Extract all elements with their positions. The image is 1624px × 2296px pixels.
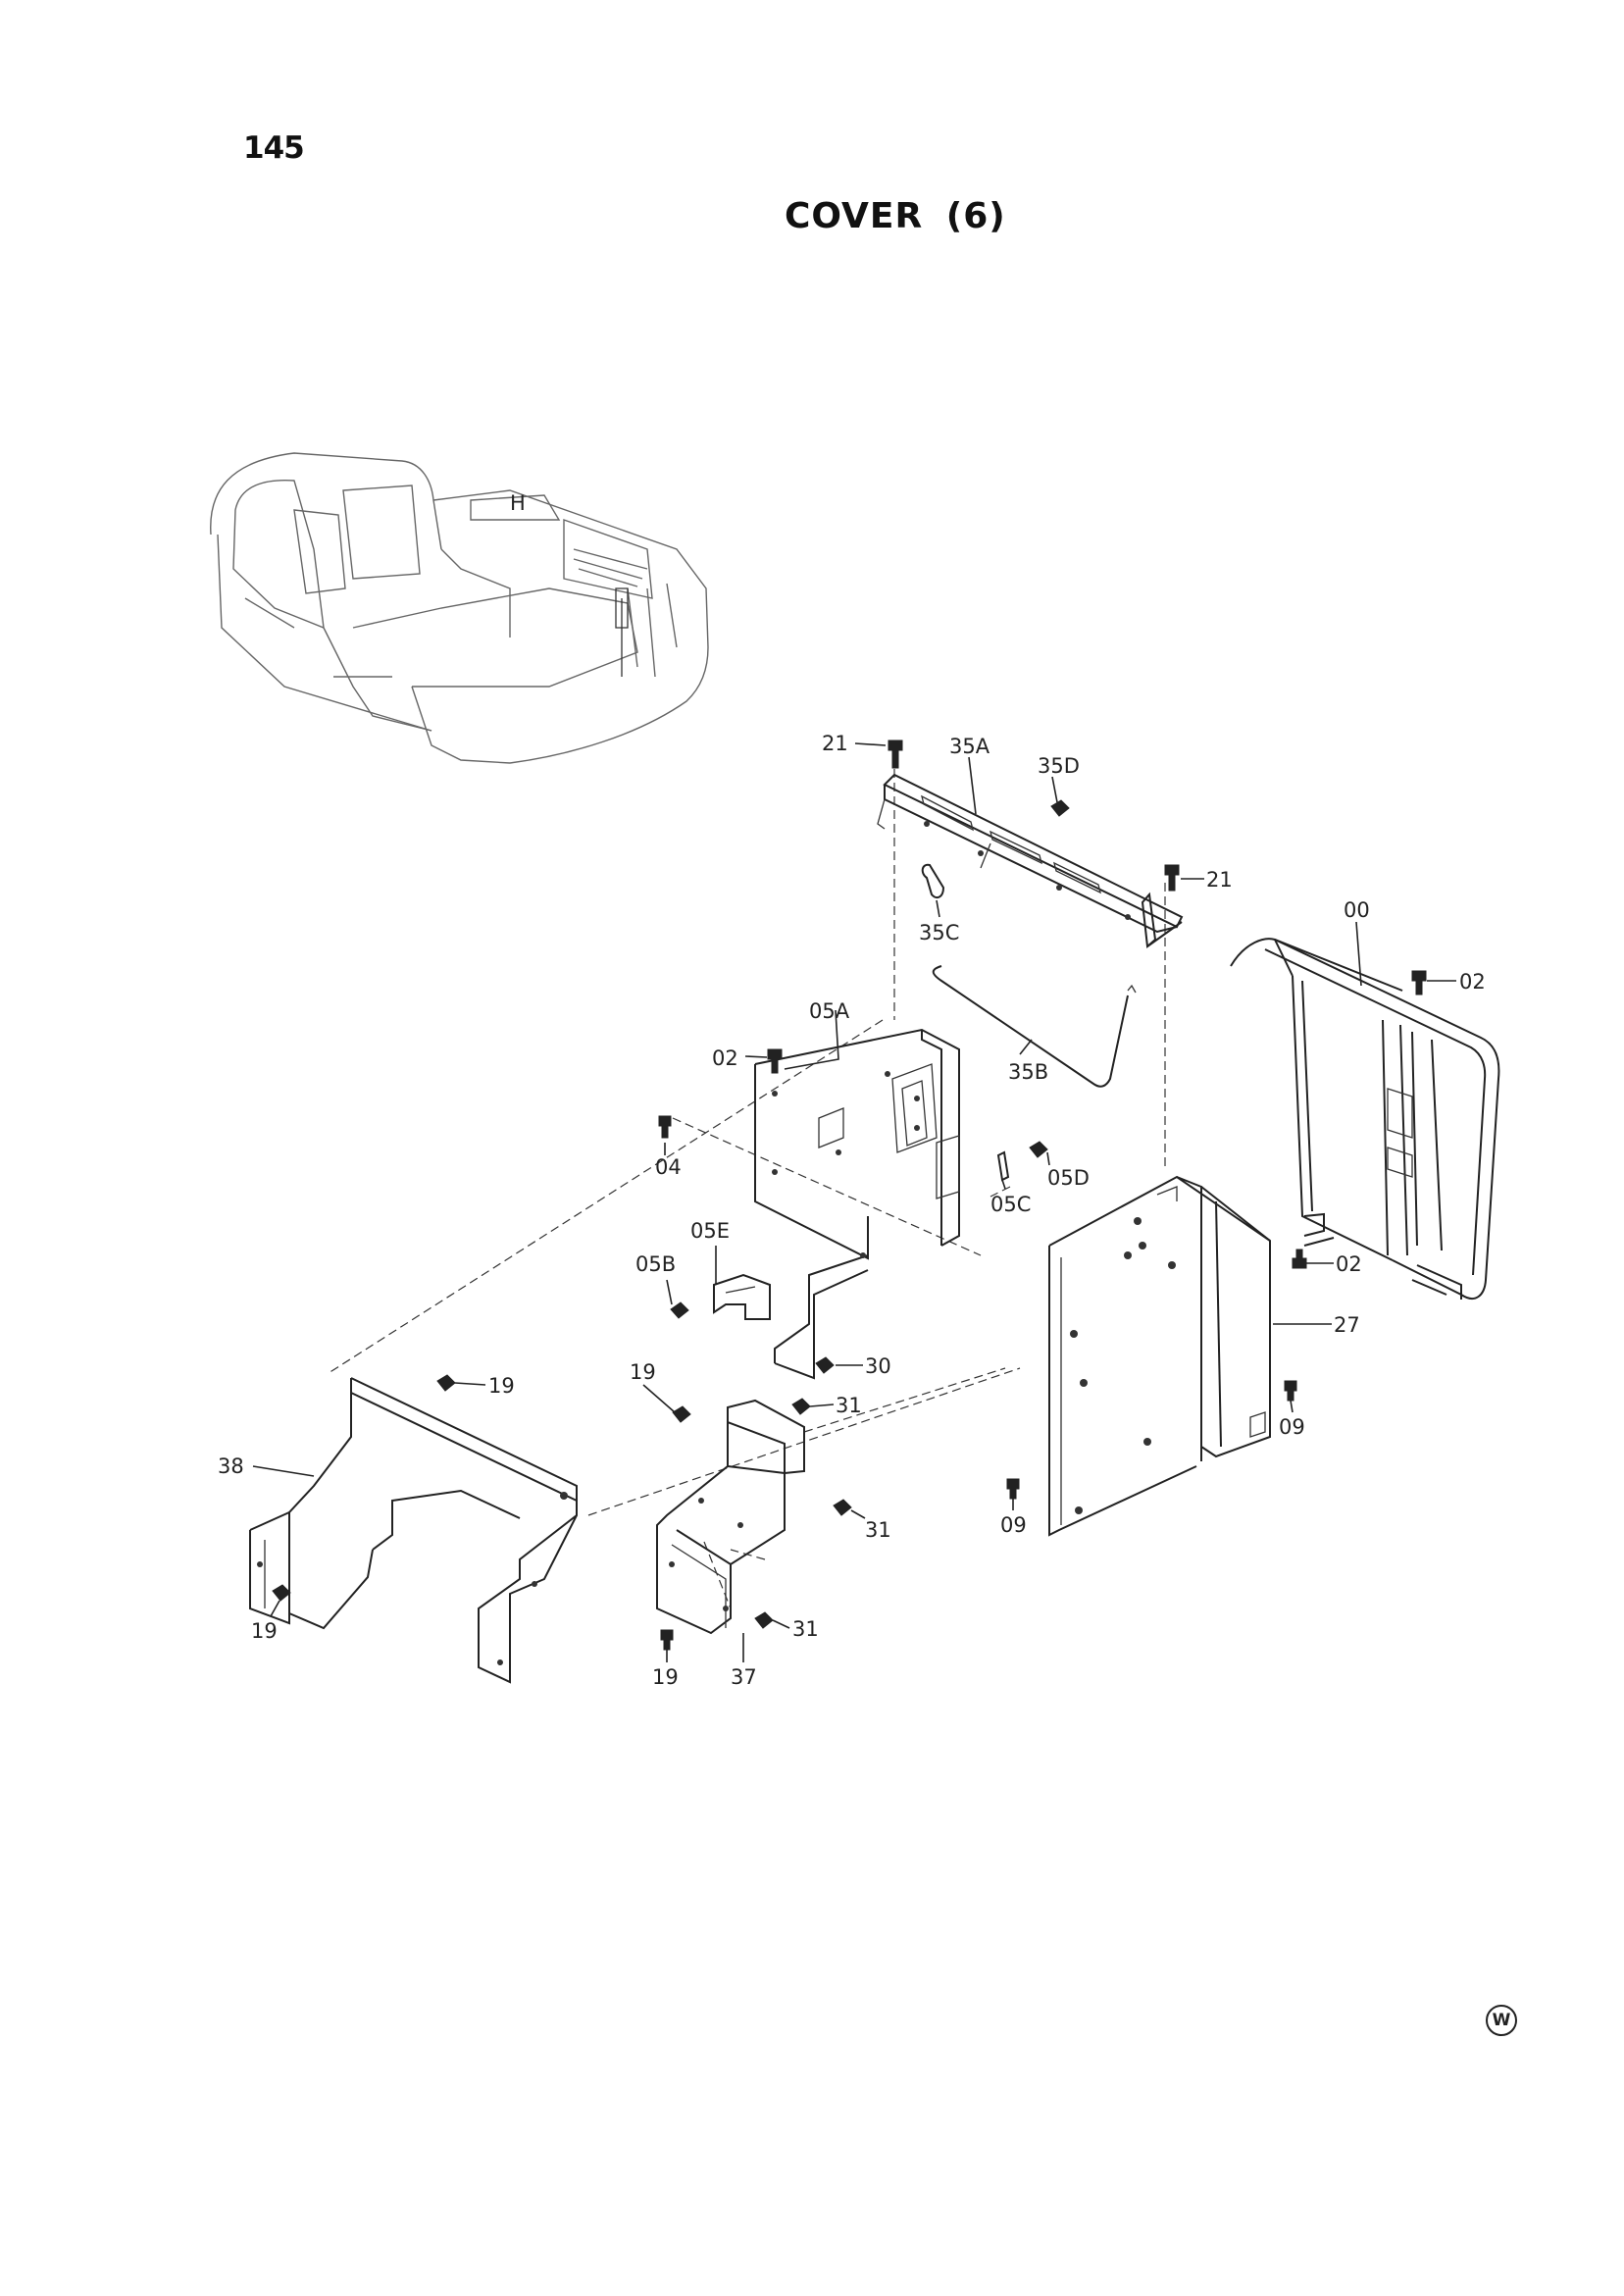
bolt-19d — [660, 1629, 674, 1651]
bolt-21a — [888, 740, 903, 769]
clip-05c — [996, 1150, 1010, 1182]
bolt-19c — [272, 1584, 291, 1602]
callout-35c: 35C — [919, 921, 959, 944]
bolt-09a — [1284, 1380, 1297, 1402]
bolt-31c — [754, 1611, 774, 1629]
callout-05b: 05B — [635, 1252, 676, 1276]
callout-35b: 35B — [1008, 1060, 1048, 1084]
callout-04: 04 — [655, 1155, 682, 1179]
bolt-04 — [658, 1115, 672, 1139]
bolt-19b — [672, 1405, 691, 1423]
callout-19c: 19 — [251, 1619, 278, 1643]
part-00-frame — [1230, 938, 1500, 1300]
callout-09b: 09 — [1000, 1513, 1027, 1537]
part-37-lower-bracket — [656, 1399, 805, 1635]
bolt-31a — [791, 1398, 811, 1415]
fasteners — [272, 740, 1427, 1651]
bolt-05d — [1029, 1141, 1048, 1158]
callout-00: 00 — [1344, 898, 1370, 922]
part-35c-clamp — [921, 863, 945, 899]
callout-27: 27 — [1334, 1313, 1360, 1337]
callout-labels: 21 35A 35D 21 00 35C 02 05A 02 35B 04 05… — [218, 732, 1486, 1689]
part-27-side-cover — [1048, 1175, 1271, 1537]
callout-38: 38 — [218, 1454, 244, 1478]
bolt-21b — [1164, 864, 1180, 892]
callout-05e: 05E — [690, 1219, 730, 1243]
bolt-05b — [670, 1301, 689, 1319]
callout-05a: 05A — [809, 999, 850, 1023]
bolt-02b — [767, 1048, 783, 1074]
bolt-02a — [1411, 970, 1427, 995]
bolt-30 — [815, 1356, 835, 1374]
callout-31c: 31 — [792, 1617, 819, 1641]
part-05a-bracket-panel — [754, 1028, 960, 1380]
bolt-35d — [1050, 799, 1070, 817]
part-05e-clip — [713, 1273, 771, 1320]
machine-overview-illustration: H — [210, 452, 709, 764]
callout-21b: 21 — [1206, 868, 1233, 892]
location-marker-h: H — [510, 491, 526, 515]
assembly-reference-lines — [328, 755, 1166, 1609]
callout-19a: 19 — [488, 1374, 515, 1398]
callout-19d: 19 — [652, 1665, 679, 1689]
callout-02c: 02 — [1336, 1252, 1362, 1276]
part-38-lower-bracket — [249, 1377, 578, 1684]
callout-19b: 19 — [630, 1360, 656, 1384]
callout-02b: 02 — [712, 1046, 738, 1070]
page-number: 145 — [243, 130, 305, 166]
callout-35d: 35D — [1038, 754, 1080, 778]
leader-lines — [252, 742, 1456, 1662]
callout-35a: 35A — [949, 735, 990, 758]
callout-37: 37 — [731, 1665, 757, 1689]
part-35b-rod — [932, 965, 1129, 1088]
callout-21a: 21 — [822, 732, 848, 755]
page-title: COVER (6) — [785, 196, 1006, 236]
callout-31b: 31 — [865, 1518, 891, 1542]
callout-05c: 05C — [990, 1193, 1031, 1216]
callout-05d: 05D — [1047, 1166, 1090, 1190]
callout-09a: 09 — [1279, 1415, 1305, 1439]
bolt-02c — [1292, 1249, 1307, 1269]
callout-30: 30 — [865, 1354, 891, 1378]
callout-02a: 02 — [1459, 970, 1486, 994]
bolt-09b — [1006, 1478, 1020, 1500]
bolt-19a — [436, 1374, 456, 1392]
callout-31a: 31 — [836, 1394, 862, 1417]
circled-w-mark: W — [1486, 2005, 1517, 2036]
part-35a-top-bracket — [877, 773, 1184, 949]
bolt-31b — [833, 1499, 852, 1516]
